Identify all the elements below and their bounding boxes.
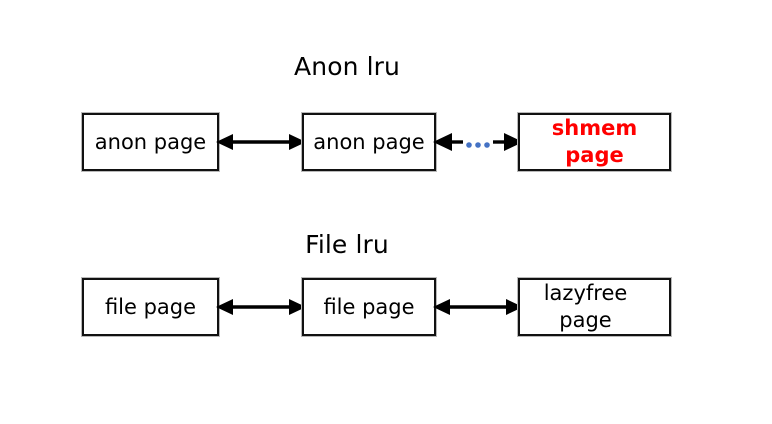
ellipsis-dots-icon: [466, 142, 490, 148]
file-lru-title: File lru: [305, 230, 389, 259]
anon-lru-title: Anon lru: [294, 52, 400, 81]
node-file-page-2: file page: [301, 277, 437, 337]
node-label: anon page: [94, 129, 207, 154]
node-label: lazyfree page: [543, 281, 628, 332]
connector-anon-2-to-shmem-dotted-ellipsis: [433, 133, 523, 151]
node-label: shmem page: [551, 116, 638, 167]
node-file-page-1: file page: [81, 277, 220, 337]
connector-file-1-to-2: [216, 299, 306, 315]
node-label: anon page: [313, 129, 425, 154]
node-shmem-page: shmem page: [517, 112, 672, 172]
node-label: file page: [323, 294, 415, 319]
node-anon-page-1: anon page: [81, 112, 220, 172]
connector-file-2-to-lazyfree: [433, 299, 523, 315]
connector-anon-1-to-2: [216, 134, 306, 150]
node-label: file page: [104, 294, 197, 319]
node-lazyfree-page: lazyfree page: [517, 277, 672, 337]
node-anon-page-2: anon page: [301, 112, 437, 172]
